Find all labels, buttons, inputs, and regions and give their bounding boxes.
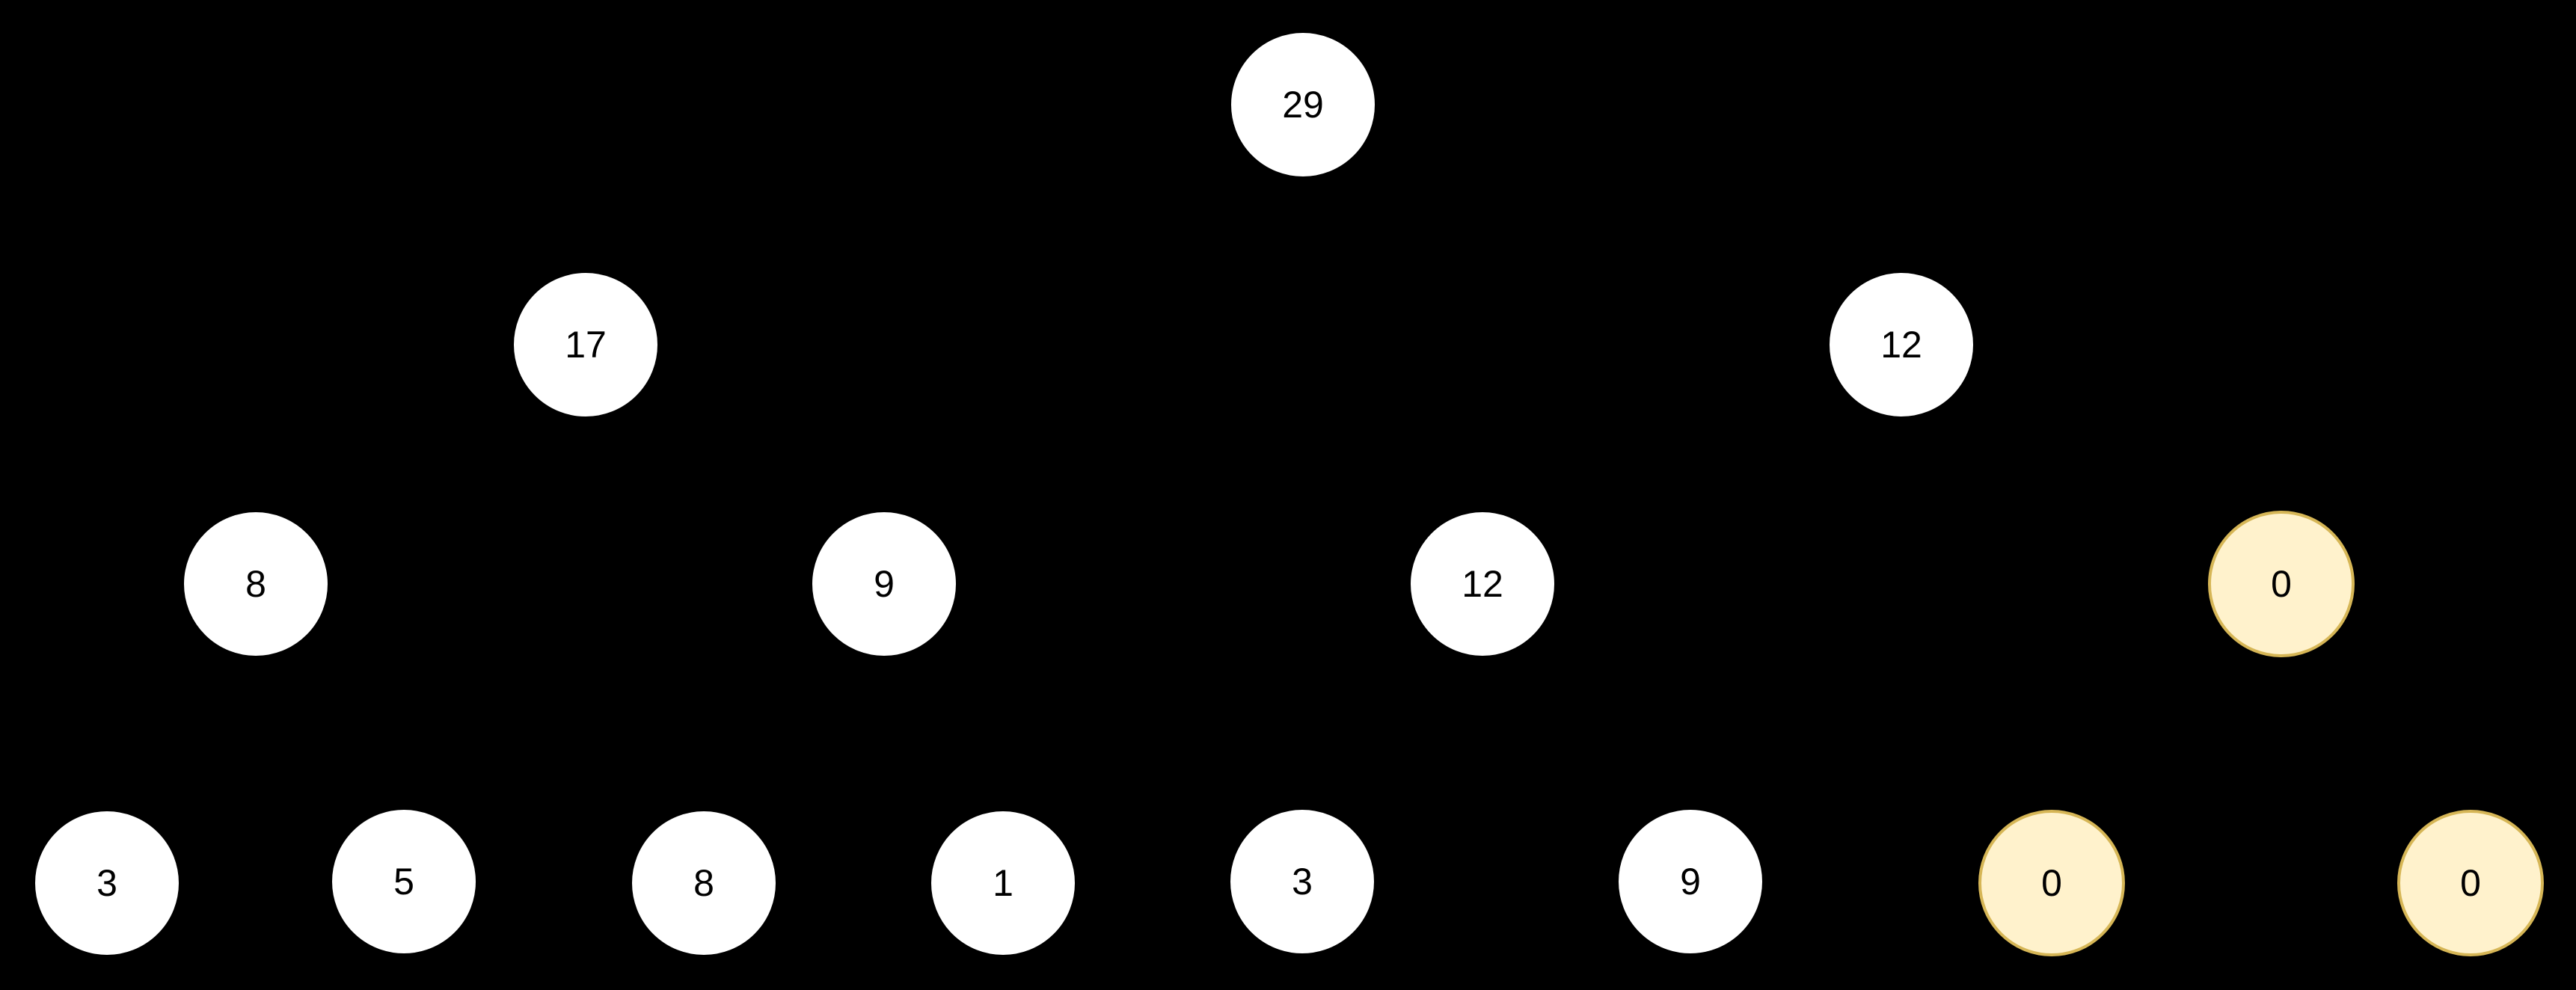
tree-node-l3-e: 3 xyxy=(1229,808,1376,955)
tree-node-l3-g: 0 xyxy=(1978,810,2125,956)
tree-node-l2-d: 0 xyxy=(2208,511,2355,657)
tree-edge-l1-b-l2-c xyxy=(1482,343,1902,585)
tree-node-l2-a: 8 xyxy=(183,511,329,657)
tree-node-label: 12 xyxy=(1880,324,1922,366)
tree-node-label: 8 xyxy=(693,862,714,904)
tree-node-label: 0 xyxy=(2041,862,2062,904)
tree-node-l1-b: 12 xyxy=(1828,271,1975,418)
tree-node-l3-b: 5 xyxy=(331,808,477,955)
tree-node-label: 0 xyxy=(2271,563,2292,605)
tree-node-l3-a: 3 xyxy=(34,810,180,956)
tree-node-l3-c: 8 xyxy=(631,810,777,956)
tree-node-l2-b: 9 xyxy=(811,511,957,657)
tree-node-label: 9 xyxy=(874,563,895,605)
tree-node-l1-a: 17 xyxy=(512,271,659,418)
tree-node-l3-d: 1 xyxy=(930,810,1076,956)
tree-node-label: 3 xyxy=(1292,861,1313,903)
tree-edge-root-l1-a xyxy=(585,103,1304,346)
tree-node-label: 9 xyxy=(1680,861,1701,903)
tree-node-l2-c: 12 xyxy=(1409,511,1556,657)
tree-node-label: 12 xyxy=(1462,563,1503,605)
tree-node-l3-f: 9 xyxy=(1617,808,1764,955)
tree-node-label: 8 xyxy=(245,563,266,605)
tree-node-label: 5 xyxy=(393,861,414,903)
tree-node-root: 29 xyxy=(1230,31,1376,178)
tree-node-label: 17 xyxy=(565,324,607,366)
tree-node-label: 1 xyxy=(993,862,1013,904)
tree-node-l3-h: 0 xyxy=(2397,810,2544,956)
tree-edge-l1-b-l2-d xyxy=(1901,343,2282,585)
tree-node-label: 29 xyxy=(1282,84,1324,126)
tree-edge-root-l1-b xyxy=(1302,103,1902,346)
tree-node-label: 0 xyxy=(2460,862,2481,904)
tree-node-label: 3 xyxy=(96,862,117,904)
